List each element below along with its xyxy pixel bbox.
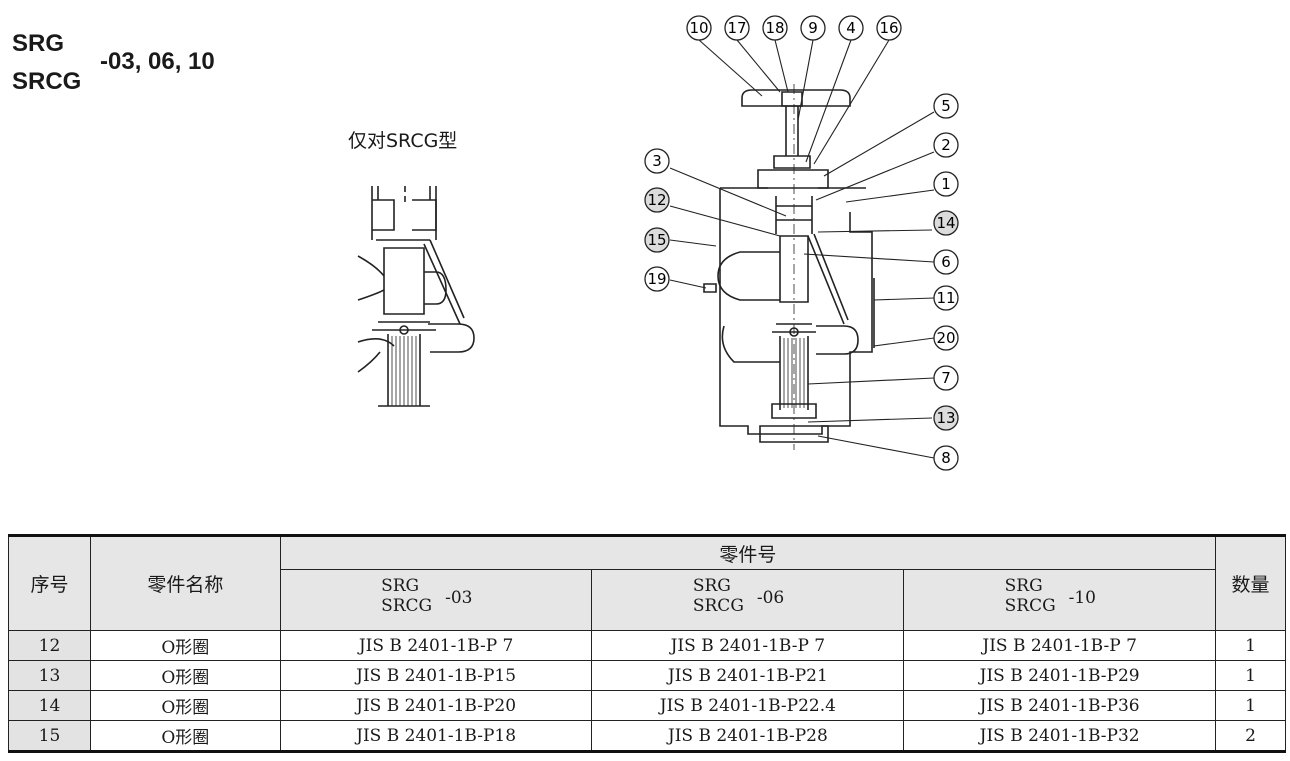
table-row: 15 O形圈 JIS B 2401-1B-P18 JIS B 2401-1B-P… (8, 720, 1286, 752)
callout-20: 20 (933, 325, 959, 351)
table-row: 14 O形圈 JIS B 2401-1B-P20 JIS B 2401-1B-P… (8, 690, 1286, 721)
callout-leaders (669, 39, 935, 459)
row-part-03: JIS B 2401-1B-P15 (279, 660, 593, 691)
row-part-06: JIS B 2401-1B-P28 (591, 720, 905, 752)
svg-text:10: 10 (689, 19, 708, 37)
model-sizes: -03, 06, 10 (100, 48, 215, 75)
detail-view (357, 186, 475, 407)
valve-cross-section-drawing: 10 17 18 9 4 16 5 2 1 3 14 12 15 6 19 11… (357, 15, 959, 471)
header-index: 序号 (8, 535, 91, 631)
callout-7: 7 (933, 365, 959, 391)
svg-text:2: 2 (941, 136, 951, 154)
header-part-number: 零件号 (279, 535, 1217, 570)
svg-text:3: 3 (652, 152, 662, 170)
svg-text:20: 20 (936, 329, 955, 347)
callout-14: 14 (933, 210, 959, 236)
svg-text:18: 18 (765, 19, 784, 37)
callout-16: 16 (876, 15, 902, 41)
row-part-06: JIS B 2401-1B-P 7 (591, 630, 905, 661)
callout-2: 2 (933, 132, 959, 158)
svg-text:4: 4 (846, 19, 856, 37)
callout-8: 8 (933, 445, 959, 471)
svg-text:1: 1 (941, 175, 951, 193)
svg-text:7: 7 (941, 369, 951, 387)
svg-text:12: 12 (647, 191, 666, 209)
callout-12: 12 (644, 187, 670, 213)
callout-4: 4 (838, 15, 864, 41)
row-part-03: JIS B 2401-1B-P20 (279, 690, 593, 721)
row-part-name: O形圈 (89, 720, 281, 752)
row-part-03: JIS B 2401-1B-P 7 (279, 630, 593, 661)
row-part-10: JIS B 2401-1B-P32 (903, 720, 1217, 752)
callout-13: 13 (933, 405, 959, 431)
model-line-srg: SRG (12, 30, 65, 57)
svg-text:19: 19 (647, 270, 666, 288)
svg-text:15: 15 (647, 231, 666, 249)
row-part-name: O形圈 (89, 630, 281, 661)
row-index: 15 (8, 720, 91, 752)
svg-text:14: 14 (936, 214, 955, 232)
svg-text:16: 16 (879, 19, 898, 37)
svg-text:9: 9 (808, 19, 818, 37)
callout-19: 19 (644, 266, 670, 292)
header-quantity: 数量 (1215, 535, 1286, 631)
table-row: 12 O形圈 JIS B 2401-1B-P 7 JIS B 2401-1B-P… (8, 630, 1286, 661)
row-quantity: 1 (1215, 690, 1286, 721)
header-part-name: 零件名称 (89, 535, 281, 631)
callout-17: 17 (724, 15, 750, 41)
row-part-03: JIS B 2401-1B-P18 (279, 720, 593, 752)
callout-9: 9 (800, 15, 826, 41)
svg-text:17: 17 (727, 19, 746, 37)
callout-18: 18 (762, 15, 788, 41)
row-index: 13 (8, 660, 91, 691)
table-row: 13 O形圈 JIS B 2401-1B-P15 JIS B 2401-1B-P… (8, 660, 1286, 691)
svg-text:13: 13 (936, 409, 955, 427)
callout-11: 11 (933, 285, 959, 311)
row-part-name: O形圈 (89, 690, 281, 721)
detail-note: 仅对SRCG型 (348, 130, 458, 152)
svg-text:6: 6 (941, 253, 951, 271)
svg-text:8: 8 (941, 449, 951, 467)
callout-10: 10 (686, 15, 712, 41)
row-part-10: JIS B 2401-1B-P 7 (903, 630, 1217, 661)
main-section-view (703, 84, 875, 450)
svg-text:5: 5 (941, 97, 951, 115)
row-part-10: JIS B 2401-1B-P29 (903, 660, 1217, 691)
svg-text:11: 11 (936, 289, 955, 307)
callout-6: 6 (933, 249, 959, 275)
row-index: 12 (8, 630, 91, 661)
callout-balloons: 10 17 18 9 4 16 5 2 1 3 14 12 15 6 19 11… (644, 15, 959, 471)
row-index: 14 (8, 690, 91, 721)
callout-15: 15 (644, 227, 670, 253)
row-part-name: O形圈 (89, 660, 281, 691)
model-line-srcg: SRCG (12, 68, 82, 95)
callout-5: 5 (933, 93, 959, 119)
row-part-10: JIS B 2401-1B-P36 (903, 690, 1217, 721)
row-quantity: 1 (1215, 630, 1286, 661)
row-part-06: JIS B 2401-1B-P21 (591, 660, 905, 691)
row-quantity: 2 (1215, 720, 1286, 752)
row-part-06: JIS B 2401-1B-P22.4 (591, 690, 905, 721)
row-quantity: 1 (1215, 660, 1286, 691)
callout-1: 1 (933, 171, 959, 197)
callout-3: 3 (644, 148, 670, 174)
